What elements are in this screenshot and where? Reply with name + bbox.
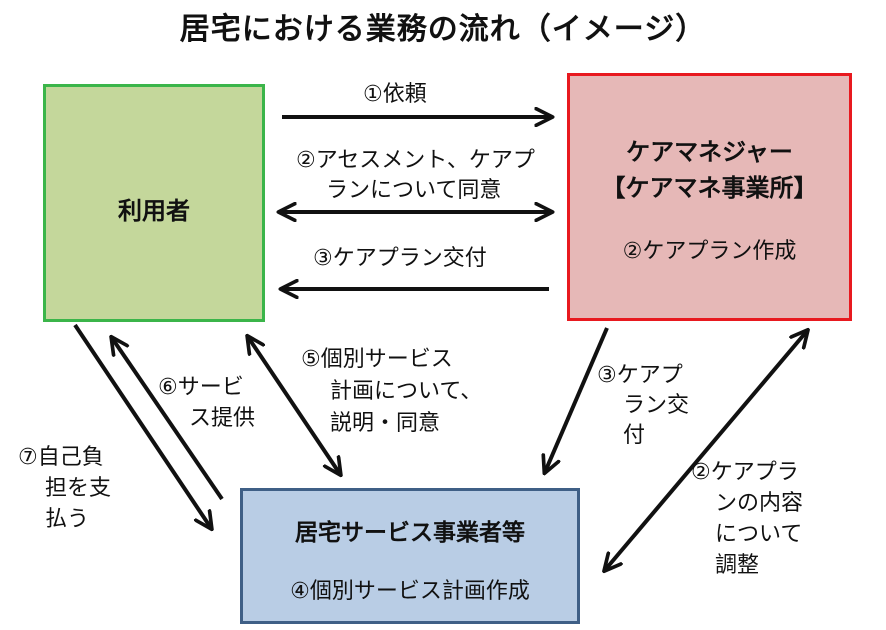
- label-assessment-2: ランについて同意: [326, 178, 502, 203]
- label-service-provision-1: ⑥サービ: [158, 375, 244, 400]
- label-coordination-2: ンの内容: [715, 491, 804, 516]
- arrow-plan-to-service: [545, 327, 609, 472]
- arrow-copay: [73, 323, 211, 528]
- label-service-provision-2: ス提供: [189, 406, 256, 431]
- label-coordination-1: ②ケアプラ: [691, 460, 799, 485]
- label-individual-plan-2: 計画について、: [330, 379, 483, 404]
- diagram-title: 居宅における業務の流れ（イメージ）: [179, 12, 707, 47]
- label-plan-delivery-service-1: ③ケアプ: [597, 363, 683, 388]
- service-provider-label: 居宅サービス事業者等: [295, 520, 525, 546]
- user-box: 利用者: [43, 84, 265, 322]
- care-manager-office-label: 【ケアマネ事業所】: [601, 174, 818, 202]
- label-plan-delivery-user: ③ケアプラン交付: [313, 246, 487, 271]
- label-coordination-3: について: [715, 522, 803, 547]
- care-manager-label: ケアマネジャー: [626, 138, 793, 166]
- label-copay-2: 担を支: [45, 476, 112, 501]
- label-assessment-1: ②アセスメント、ケアプ: [296, 148, 535, 173]
- label-plan-delivery-service-2: ラン交: [623, 393, 690, 418]
- service-provider-task: ④個別サービス計画作成: [290, 579, 530, 604]
- arrow-individual-plan: [248, 337, 340, 474]
- user-box-label: 利用者: [118, 197, 190, 225]
- label-individual-plan-1: ⑤個別サービス: [301, 347, 453, 372]
- care-manager-task: ②ケアプラン作成: [622, 239, 797, 264]
- label-coordination-4: 調整: [715, 553, 760, 578]
- care-manager-box: ケアマネジャー 【ケアマネ事業所】 ②ケアプラン作成: [567, 73, 852, 321]
- arrow-service-provision: [112, 338, 224, 501]
- label-request: ①依頼: [363, 82, 427, 107]
- label-copay-1: ⑦自己負: [18, 445, 104, 470]
- service-provider-box: 居宅サービス事業者等 ④個別サービス計画作成: [240, 488, 580, 624]
- label-plan-delivery-service-3: 付: [623, 423, 646, 448]
- arrow-coordination: [605, 331, 807, 570]
- label-copay-3: 払う: [45, 507, 90, 532]
- label-individual-plan-3: 説明・同意: [330, 411, 441, 436]
